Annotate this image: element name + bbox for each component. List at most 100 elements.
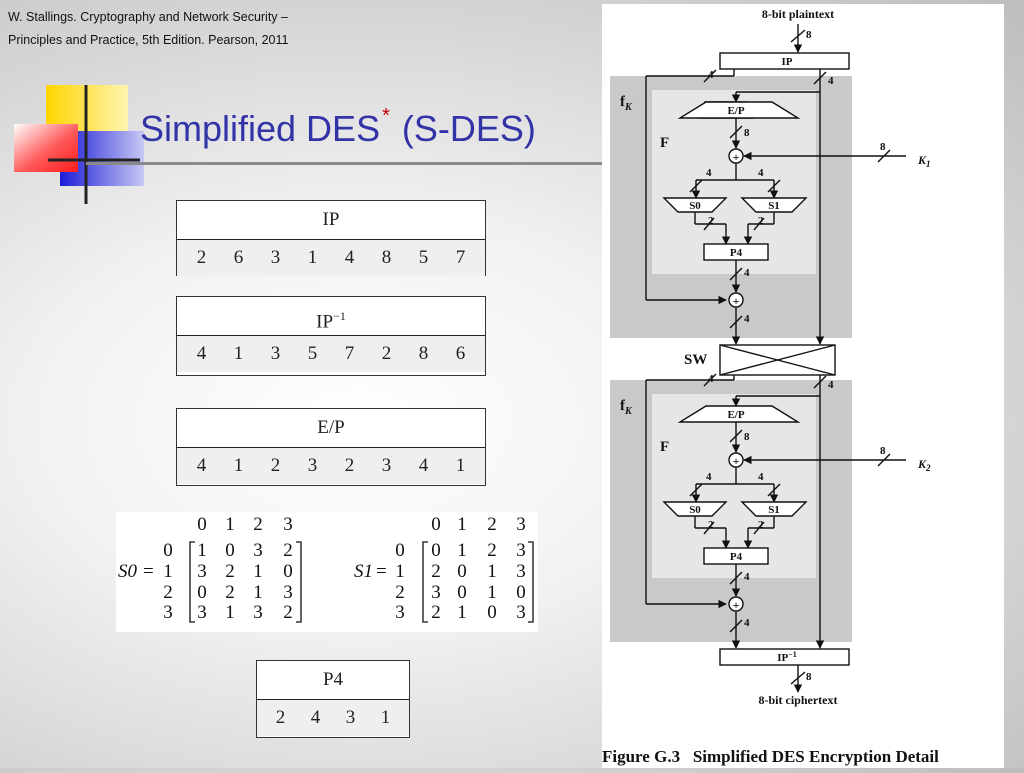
ip-inverse-table: IP−1 4 1 3 5 7 2 8 6 bbox=[176, 296, 486, 376]
k2-label: K2 bbox=[917, 457, 931, 473]
matrix-cell: 1 bbox=[197, 540, 207, 561]
col-header: 1 bbox=[225, 514, 235, 535]
table-cell: 3 bbox=[345, 707, 356, 728]
table-cell: 1 bbox=[233, 455, 244, 476]
table-cell: 1 bbox=[380, 707, 391, 728]
citation-line-2: Principles and Practice, 5th Edition. Pe… bbox=[8, 33, 289, 47]
matrix-cell: 0 bbox=[487, 602, 497, 623]
matrix-cell: 2 bbox=[225, 582, 235, 603]
svg-text:E/P: E/P bbox=[727, 409, 744, 421]
table-cell: 4 bbox=[418, 455, 429, 476]
col-header: 2 bbox=[253, 514, 263, 535]
matrix-cell: 1 bbox=[225, 602, 235, 623]
sw-label: SW bbox=[684, 352, 707, 368]
svg-text:+: + bbox=[733, 150, 740, 164]
f2-label: F bbox=[660, 439, 669, 455]
table-cell: 1 bbox=[233, 343, 244, 364]
table-cell: 2 bbox=[270, 455, 281, 476]
ep-box-2 bbox=[677, 405, 801, 423]
matrix-cell: 2 bbox=[431, 561, 441, 582]
svg-text:IP−1: IP−1 bbox=[777, 650, 797, 664]
footnote-marker: * bbox=[382, 105, 390, 127]
svg-text:8: 8 bbox=[806, 671, 812, 683]
table-cell: 5 bbox=[418, 247, 429, 268]
row-header: 3 bbox=[163, 602, 173, 623]
svg-text:4: 4 bbox=[828, 379, 834, 391]
svg-text:4: 4 bbox=[758, 471, 764, 483]
col-header: 2 bbox=[487, 514, 497, 535]
matrix-cell: 2 bbox=[283, 540, 293, 561]
page-title: Simplified DES* (S-DES) bbox=[140, 105, 536, 150]
decorative-squares bbox=[14, 85, 144, 204]
matrix-cell: 2 bbox=[431, 602, 441, 623]
svg-text:4: 4 bbox=[708, 69, 714, 81]
table-cell: 8 bbox=[381, 247, 392, 268]
svg-text:4: 4 bbox=[708, 373, 714, 385]
svg-text:4: 4 bbox=[706, 471, 712, 483]
table-cell: 3 bbox=[270, 343, 281, 364]
title-underline bbox=[86, 162, 602, 165]
ip-inverse-table-header: IP−1 bbox=[177, 297, 485, 336]
matrix-cell: 3 bbox=[516, 602, 526, 623]
row-header: 0 bbox=[163, 540, 173, 561]
table-cell: 2 bbox=[381, 343, 392, 364]
svg-text:8: 8 bbox=[880, 141, 886, 153]
matrix-cell: 1 bbox=[457, 602, 467, 623]
table-cell: 3 bbox=[381, 455, 392, 476]
matrix-cell: 1 bbox=[457, 540, 467, 561]
svg-text:4: 4 bbox=[744, 267, 750, 279]
col-header: 3 bbox=[516, 514, 526, 535]
table-cell: 2 bbox=[196, 247, 207, 268]
svg-text:=: = bbox=[376, 561, 387, 582]
matrix-cell: 3 bbox=[283, 582, 293, 603]
table-cell: 2 bbox=[344, 455, 355, 476]
p4-table: P4 2 4 3 1 bbox=[256, 660, 410, 738]
matrix-cell: 0 bbox=[431, 540, 441, 561]
matrix-cell: 3 bbox=[253, 602, 263, 623]
svg-text:2: 2 bbox=[708, 519, 714, 531]
ip-table-row: 2 6 3 1 4 8 5 7 bbox=[177, 240, 485, 276]
matrix-cell: 3 bbox=[197, 561, 207, 582]
svg-text:S1: S1 bbox=[768, 200, 780, 212]
s0-box-1 bbox=[662, 197, 728, 213]
table-cell: 3 bbox=[270, 247, 281, 268]
table-cell: 6 bbox=[455, 343, 466, 364]
svg-text:E/P: E/P bbox=[727, 105, 744, 117]
p4-table-row: 2 4 3 1 bbox=[257, 700, 409, 736]
s0-box-2 bbox=[662, 501, 728, 517]
ip-box bbox=[719, 52, 850, 70]
col-header: 1 bbox=[457, 514, 467, 535]
matrix-cell: 0 bbox=[516, 582, 526, 603]
deco-red-square bbox=[14, 124, 78, 172]
col-header: 3 bbox=[283, 514, 293, 535]
svg-text:4: 4 bbox=[758, 167, 764, 179]
row-header: 0 bbox=[395, 540, 405, 561]
ep-table-header: E/P bbox=[177, 409, 485, 448]
matrix-cell: 3 bbox=[197, 602, 207, 623]
ip-inverse-box bbox=[719, 648, 850, 666]
svg-text:8: 8 bbox=[744, 127, 750, 139]
title-suffix: (S-DES) bbox=[401, 108, 536, 149]
svg-text:2: 2 bbox=[758, 519, 764, 531]
svg-text:IP: IP bbox=[782, 56, 793, 68]
svg-text:4: 4 bbox=[744, 617, 750, 629]
svg-text:P4: P4 bbox=[730, 551, 743, 563]
matrix-cell: 0 bbox=[283, 561, 293, 582]
matrix-cell: 1 bbox=[253, 561, 263, 582]
svg-text:8: 8 bbox=[744, 431, 750, 443]
matrix-cell: 1 bbox=[487, 561, 497, 582]
matrix-cell: 1 bbox=[487, 582, 497, 603]
s0-matrix: 0 1 2 3 0 1 2 3 S0 = 1 0 3 2 3 2 1 0 0 2… bbox=[118, 514, 302, 623]
table-cell: 6 bbox=[233, 247, 244, 268]
svg-text:S0: S0 bbox=[689, 504, 701, 516]
table-cell: 4 bbox=[196, 455, 207, 476]
table-cell: 7 bbox=[455, 247, 466, 268]
svg-text:4: 4 bbox=[744, 571, 750, 583]
s1-label: S1 bbox=[354, 561, 373, 582]
ip-inverse-table-row: 4 1 3 5 7 2 8 6 bbox=[177, 336, 485, 372]
s1-matrix: 0 1 2 3 0 1 2 3 S1 = 0 1 2 3 2 0 1 3 3 0… bbox=[354, 514, 534, 623]
table-cell: 1 bbox=[455, 455, 466, 476]
ip-table-header: IP bbox=[177, 201, 485, 240]
table-cell: 1 bbox=[307, 247, 318, 268]
k1-label: K1 bbox=[917, 153, 931, 169]
